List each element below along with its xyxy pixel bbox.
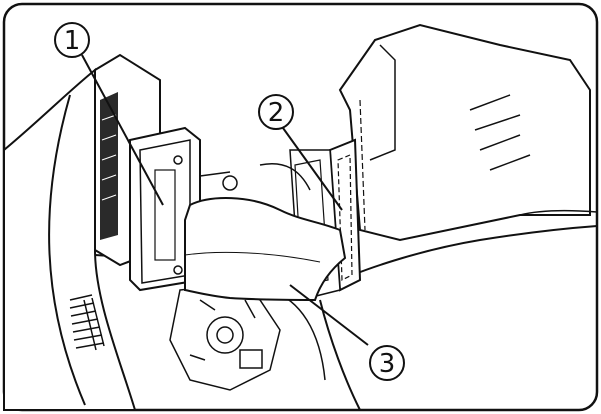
leader-line-2 (282, 127, 343, 211)
callout-3: 3 (369, 345, 405, 381)
top-open-lid (338, 23, 591, 242)
paper-sheet-3 (184, 197, 347, 302)
leader-line-1 (81, 54, 164, 206)
callout-1-label: 1 (64, 26, 81, 56)
callout-2-label: 2 (268, 98, 285, 128)
callout-2: 2 (258, 94, 294, 130)
lid-texture-lines (469, 94, 531, 171)
leader-line-3 (289, 284, 369, 346)
callout-3-label: 3 (379, 349, 396, 379)
callout-1: 1 (54, 22, 90, 58)
vent-slots (69, 294, 105, 351)
interior-mechanism (169, 284, 326, 391)
